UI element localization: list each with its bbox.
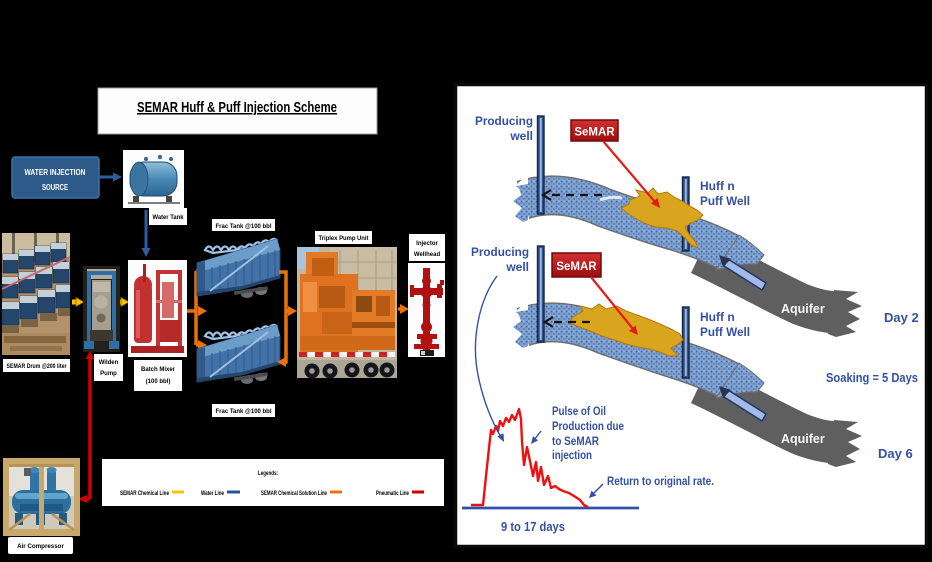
svg-text:Wilden: Wilden	[99, 360, 119, 366]
svg-text:Pump: Pump	[100, 371, 117, 377]
svg-text:Day 2: Day 2	[884, 310, 919, 325]
svg-text:Aquifer: Aquifer	[781, 432, 825, 446]
svg-text:Frac Tank @100 bbl: Frac Tank @100 bbl	[216, 409, 272, 415]
svg-text:well: well	[505, 260, 529, 274]
svg-text:9 to 17 days: 9 to 17 days	[501, 519, 565, 534]
svg-text:Puff Well: Puff Well	[700, 325, 750, 339]
svg-text:Producing: Producing	[475, 114, 533, 128]
svg-text:Water Line: Water Line	[201, 490, 224, 497]
svg-text:Huff n: Huff n	[700, 310, 735, 324]
svg-text:Frac Tank @100 bbl: Frac Tank @100 bbl	[216, 224, 272, 230]
svg-text:Production due: Production due	[552, 419, 624, 433]
svg-text:well: well	[509, 129, 533, 143]
svg-text:Water Tank: Water Tank	[153, 215, 185, 221]
svg-text:SEMAR Chemical Line: SEMAR Chemical Line	[120, 490, 169, 497]
svg-text:Huff n: Huff n	[700, 179, 735, 193]
svg-text:SeMAR: SeMAR	[556, 261, 597, 273]
svg-text:(100 bbl): (100 bbl)	[146, 379, 171, 385]
svg-text:WATER INJECTION: WATER INJECTION	[25, 168, 86, 177]
svg-text:Aquifer: Aquifer	[781, 302, 825, 316]
svg-text:Wellhead: Wellhead	[414, 252, 441, 258]
svg-text:Pulse of Oil: Pulse of Oil	[552, 404, 606, 418]
svg-text:to SeMAR: to SeMAR	[552, 434, 599, 448]
svg-text:Return to original rate.: Return to original rate.	[607, 474, 714, 488]
svg-text:injection: injection	[552, 448, 592, 462]
svg-text:SEMAR Huff & Puff Injection Sc: SEMAR Huff & Puff Injection Scheme	[137, 99, 337, 116]
svg-text:Triplex Pump Unit: Triplex Pump Unit	[319, 235, 369, 242]
svg-text:Day 6: Day 6	[878, 446, 913, 461]
svg-text:Legends:: Legends:	[258, 470, 278, 477]
svg-text:SEMAR Chemical Solution Line: SEMAR Chemical Solution Line	[261, 490, 327, 497]
svg-text:Air Compressor: Air Compressor	[17, 543, 64, 550]
svg-text:Pneumatic Line: Pneumatic Line	[376, 490, 409, 497]
svg-text:Batch Mixer: Batch Mixer	[141, 367, 176, 373]
svg-text:Puff Well: Puff Well	[700, 194, 750, 208]
svg-text:SOURCE: SOURCE	[42, 183, 68, 192]
svg-text:SEMAR Drum @200 liter: SEMAR Drum @200 liter	[7, 364, 68, 370]
svg-text:SeMAR: SeMAR	[574, 127, 615, 139]
svg-text:Producing: Producing	[471, 245, 529, 259]
svg-text:Injector: Injector	[416, 241, 438, 247]
svg-text:Soaking = 5 Days: Soaking = 5 Days	[826, 370, 918, 385]
